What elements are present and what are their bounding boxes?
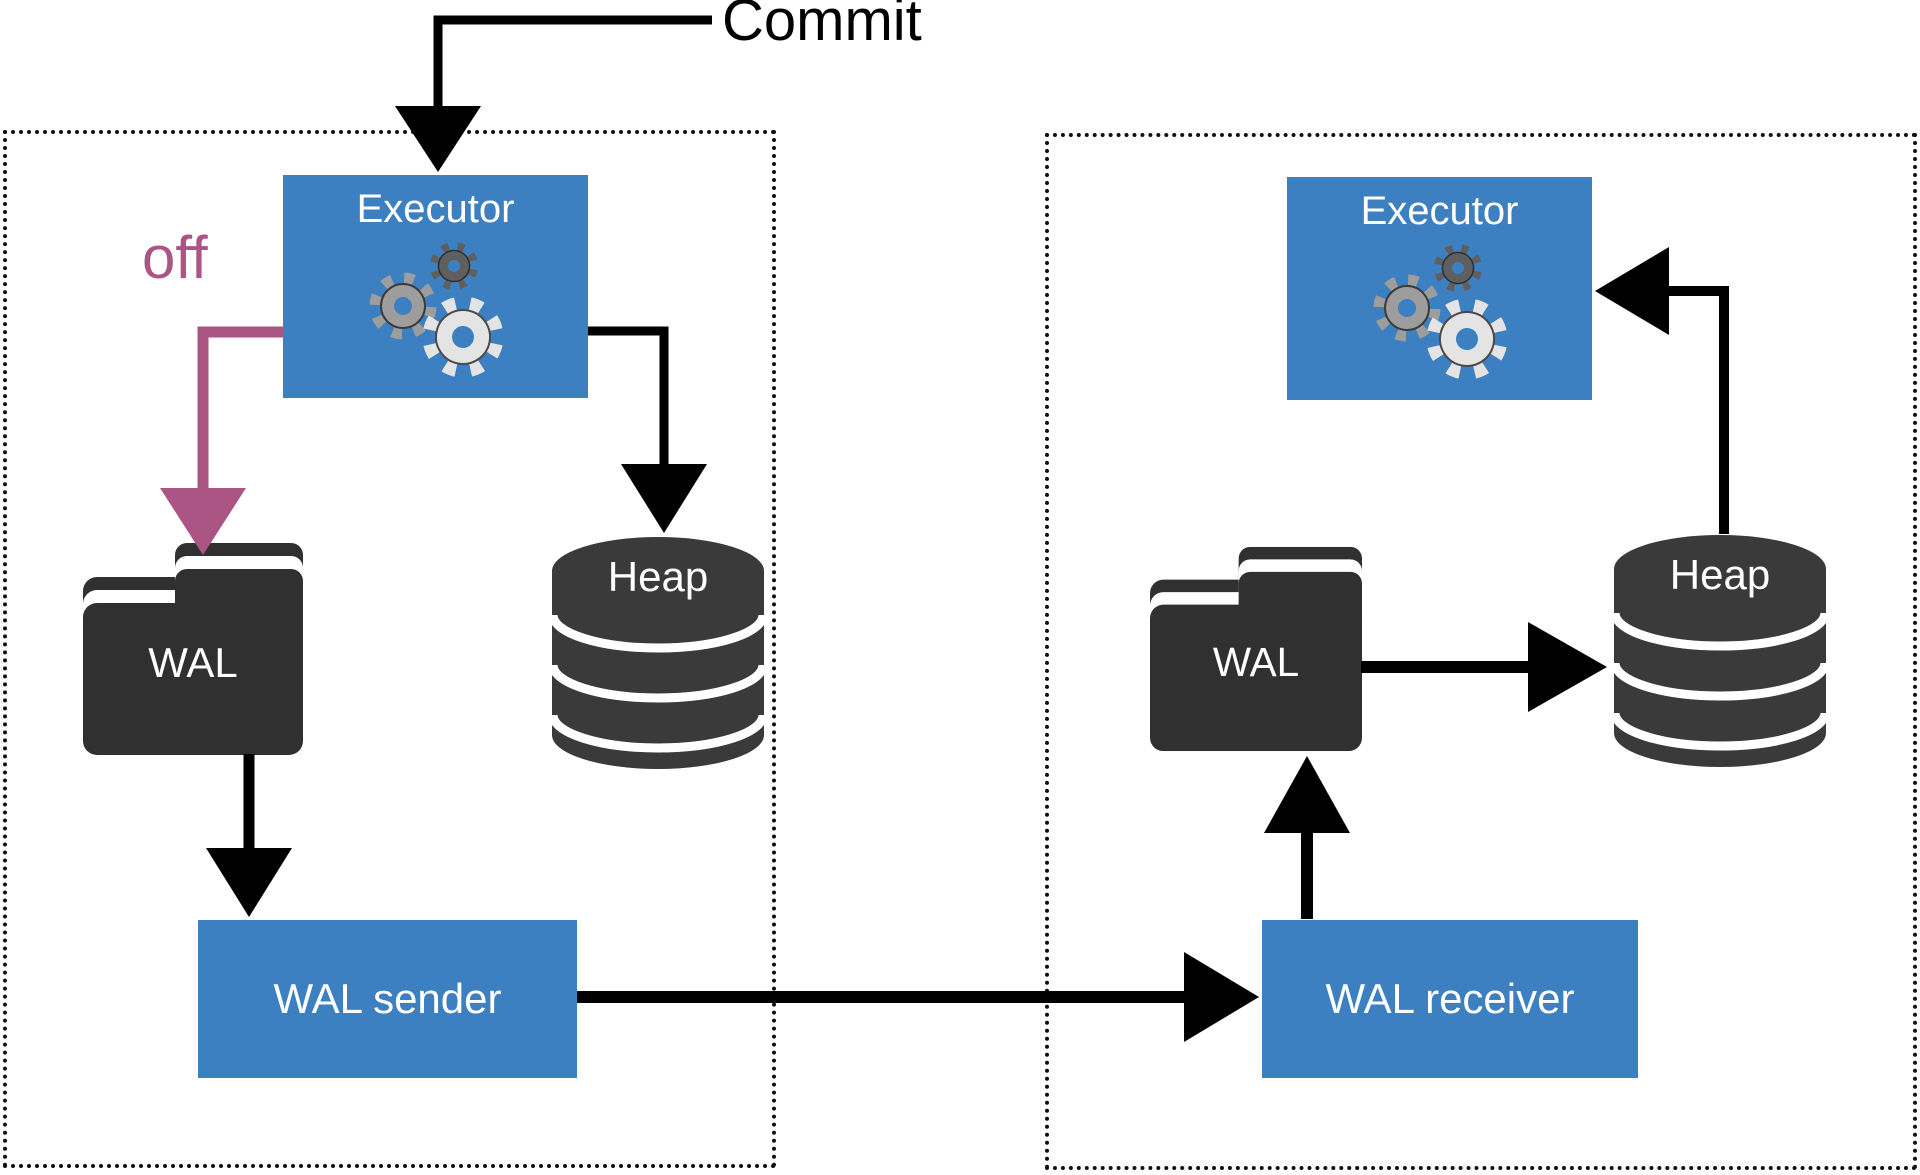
primary-heap-label: Heap xyxy=(608,553,708,600)
gears-icon xyxy=(1355,236,1525,386)
wal-sender-node: WAL sender xyxy=(198,920,577,1078)
replica-server-box xyxy=(1045,133,1917,1170)
primary-server-box xyxy=(3,130,776,1168)
wal-receiver-node: WAL receiver xyxy=(1262,920,1638,1078)
primary-heap-database: Heap xyxy=(550,535,766,775)
commit-label: Commit xyxy=(722,0,922,53)
gears-icon xyxy=(351,234,521,384)
off-label: off xyxy=(142,224,208,291)
replica-heap-label: Heap xyxy=(1670,551,1770,598)
wal-sender-label: WAL sender xyxy=(273,975,502,1022)
primary-wal-folder: WAL xyxy=(83,543,303,755)
primary-wal-label: WAL xyxy=(148,639,237,686)
replica-executor-label: Executor xyxy=(1360,189,1519,233)
replica-executor-node: Executor xyxy=(1287,177,1592,400)
wal-receiver-label: WAL receiver xyxy=(1325,975,1575,1022)
primary-executor-node: Executor xyxy=(283,175,588,398)
replica-wal-folder: WAL xyxy=(1150,543,1362,755)
replica-wal-label: WAL xyxy=(1213,639,1299,685)
replica-heap-database: Heap xyxy=(1612,533,1828,773)
primary-executor-label: Executor xyxy=(356,187,515,231)
